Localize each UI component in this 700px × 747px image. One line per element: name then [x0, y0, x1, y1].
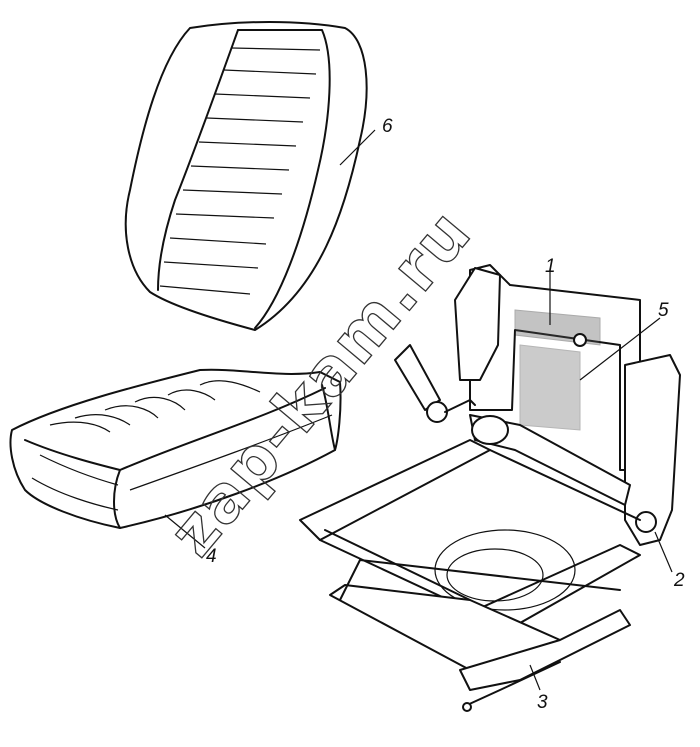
seat-ribs	[31, 380, 333, 511]
seat-frame	[299, 264, 681, 712]
leader-lines	[164, 129, 673, 691]
label-2: 2	[673, 570, 685, 591]
seat-cushion	[9, 368, 342, 529]
label-3: 3	[537, 692, 548, 713]
label-4: 4	[206, 546, 217, 567]
label-1: 1	[545, 256, 556, 277]
label-5: 5	[658, 300, 669, 321]
backrest-cushion	[124, 21, 368, 331]
backrest-ribs	[159, 47, 321, 295]
label-6: 6	[382, 116, 393, 137]
